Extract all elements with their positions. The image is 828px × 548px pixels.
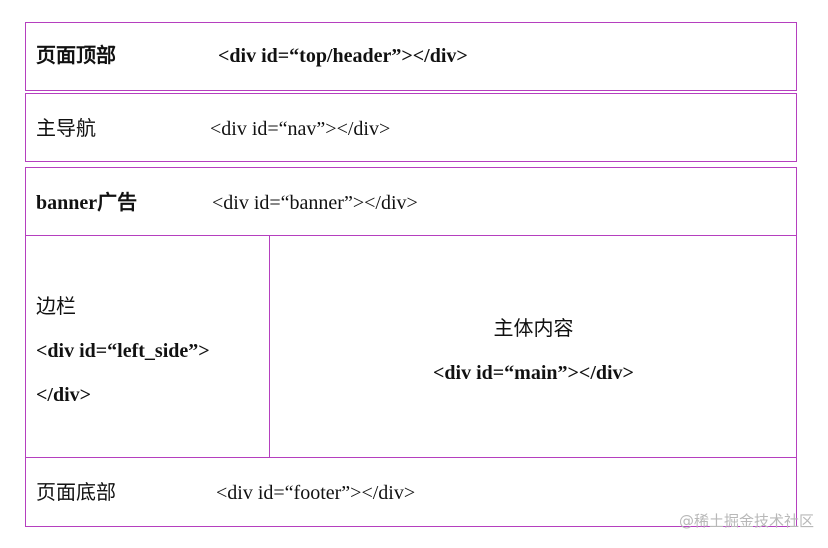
footer-label: 页面底部 [36,482,116,504]
main-code: <div id=“main”></div> [433,362,634,384]
footer-region [25,457,797,527]
nav-code: <div id=“nav”></div> [210,118,391,140]
sidebar-code-close: </div> [36,384,92,406]
main-label: 主体内容 [493,318,574,340]
footer-code: <div id=“footer”></div> [216,482,416,504]
header-code: <div id=“top/header”></div> [218,45,468,67]
sidebar-code-open: <div id=“left_side”> [36,340,210,362]
banner-code: <div id=“banner”></div> [212,192,418,214]
header-label: 页面顶部 [36,45,116,67]
sidebar-divider [269,235,270,458]
banner-divider [25,235,797,236]
nav-label: 主导航 [36,118,96,140]
banner-label: banner广告 [36,192,138,214]
nav-region [25,93,797,162]
header-region [25,22,797,91]
sidebar-label: 边栏 [36,296,76,318]
watermark: @稀土掘金技术社区 [678,512,814,530]
